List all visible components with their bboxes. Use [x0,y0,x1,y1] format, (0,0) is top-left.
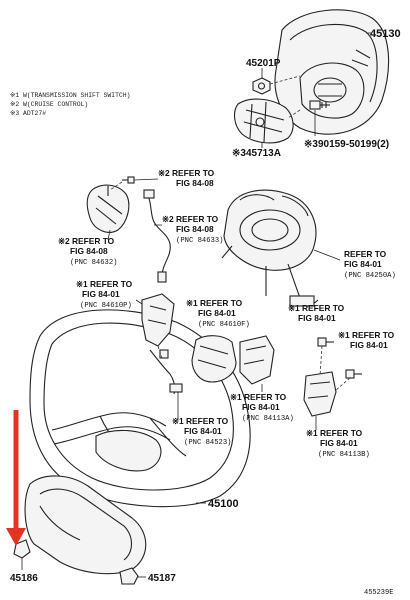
ref-10-line-3: (PNC 84523) [184,439,231,447]
ref-11-line-1: ※1 REFER TO [306,428,363,438]
part-label-45130: 45130 [370,28,401,40]
screw-right-1 [317,337,334,347]
bolt-90159-drawing [309,100,330,110]
part-label-45713a: ※345713A [232,148,281,159]
ref-8-line-1: ※1 REFER TO [338,330,395,340]
ref-callout-6[interactable]: ※1 REFER TO FIG 84-01 (PNC 84610F) [186,298,250,329]
switch-harness-drawing [143,189,171,283]
ref-9-line-2: FIG 84-01 [242,402,280,412]
ref-9-line-1: ※1 REFER TO [230,392,287,402]
bracket-45713a-drawing [233,98,294,144]
ref-8-line-2: FIG 84-01 [350,340,388,350]
ref-5-line-2: FIG 84-01 [82,289,120,299]
clip-45186-drawing [13,539,31,559]
plug-45187-drawing [119,567,139,585]
diagram-id: 455239E [364,589,393,597]
screw-right-2 [345,369,362,379]
part-label-45186: 45186 [10,573,38,584]
ref-2-line-3: (PNC 84633) [176,237,223,245]
ref-11-line-2: FIG 84-01 [320,438,358,448]
ref-callout-7[interactable]: ※1 REFER TO FIG 84-01 [288,303,345,323]
ref-2-line-1: ※2 REFER TO [162,214,219,224]
paddle-harness-drawing [149,349,183,395]
ref-11-line-3: (PNC 84113B) [318,451,370,459]
ref-6-line-2: FIG 84-01 [198,308,236,318]
ref-7-line-1: ※1 REFER TO [288,303,345,313]
cruise-control-switch-drawing [86,184,130,233]
part-label-45201p: 45201P [246,58,281,69]
note-2: ※2 W(CRUISE CONTROL) [10,101,88,108]
lower-cover-drawing [24,475,147,575]
ref-5-line-1: ※1 REFER TO [76,279,133,289]
ref-4-line-1: REFER TO [344,249,387,259]
shift-paddle-right-drawing [191,335,237,383]
ref-6-line-1: ※1 REFER TO [186,298,243,308]
ref-callout-10[interactable]: ※1 REFER TO FIG 84-01 (PNC 84523) [172,416,231,447]
note-3: ※3 ADT27# [10,110,46,117]
small-screw-1 [122,176,135,184]
annotation-arrow [6,410,26,546]
ref-6-line-3: (PNC 84610F) [198,321,250,329]
ref-4-line-3: (PNC 84250A) [344,272,396,280]
spiral-cable-drawing [221,189,319,307]
part-label-45100: 45100 [208,498,239,510]
ref-10-line-2: FIG 84-01 [184,426,222,436]
notes-block: ※1 W(TRANSMISSION SHIFT SWITCH) ※2 W(CRU… [10,92,130,117]
part-label-90159: ※390159-50199(2) [304,139,389,150]
ref-1-line-1: ※2 REFER TO [158,168,215,178]
ref-7-line-2: FIG 84-01 [298,313,336,323]
ref-3-line-3: (PNC 84632) [70,259,117,267]
ref-callout-11[interactable]: ※1 REFER TO FIG 84-01 (PNC 84113B) [306,428,370,459]
ref-9-line-3: (PNC 84113A) [242,415,294,423]
spoke-cover-a-drawing [239,335,275,385]
ref-4-line-2: FIG 84-01 [344,259,382,269]
ref-callout-1[interactable]: ※2 REFER TO FIG 84-08 [158,168,215,188]
nut-45201p-drawing [252,77,271,95]
ref-1-line-2: FIG 84-08 [176,178,214,188]
spoke-cover-b-drawing [303,371,337,417]
ref-callout-2[interactable]: ※2 REFER TO FIG 84-08 (PNC 84633) [162,214,223,245]
ref-3-line-2: FIG 84-08 [70,246,108,256]
ref-2-line-2: FIG 84-08 [176,224,214,234]
ref-5-line-3: (PNC 84610P) [80,302,132,310]
shift-paddle-left-drawing [141,293,175,359]
ref-10-line-1: ※1 REFER TO [172,416,229,426]
ref-3-line-1: ※2 REFER TO [58,236,115,246]
note-1: ※1 W(TRANSMISSION SHIFT SWITCH) [10,92,130,99]
ref-callout-3[interactable]: ※2 REFER TO FIG 84-08 (PNC 84632) [58,236,117,267]
ref-callout-5[interactable]: ※1 REFER TO FIG 84-01 (PNC 84610P) [76,279,133,310]
ref-callout-9[interactable]: ※1 REFER TO FIG 84-01 (PNC 84113A) [230,392,294,423]
ref-callout-4[interactable]: REFER TO FIG 84-01 (PNC 84250A) [344,249,396,280]
part-label-45187: 45187 [148,573,176,584]
ref-callout-8[interactable]: ※1 REFER TO FIG 84-01 [338,330,395,350]
